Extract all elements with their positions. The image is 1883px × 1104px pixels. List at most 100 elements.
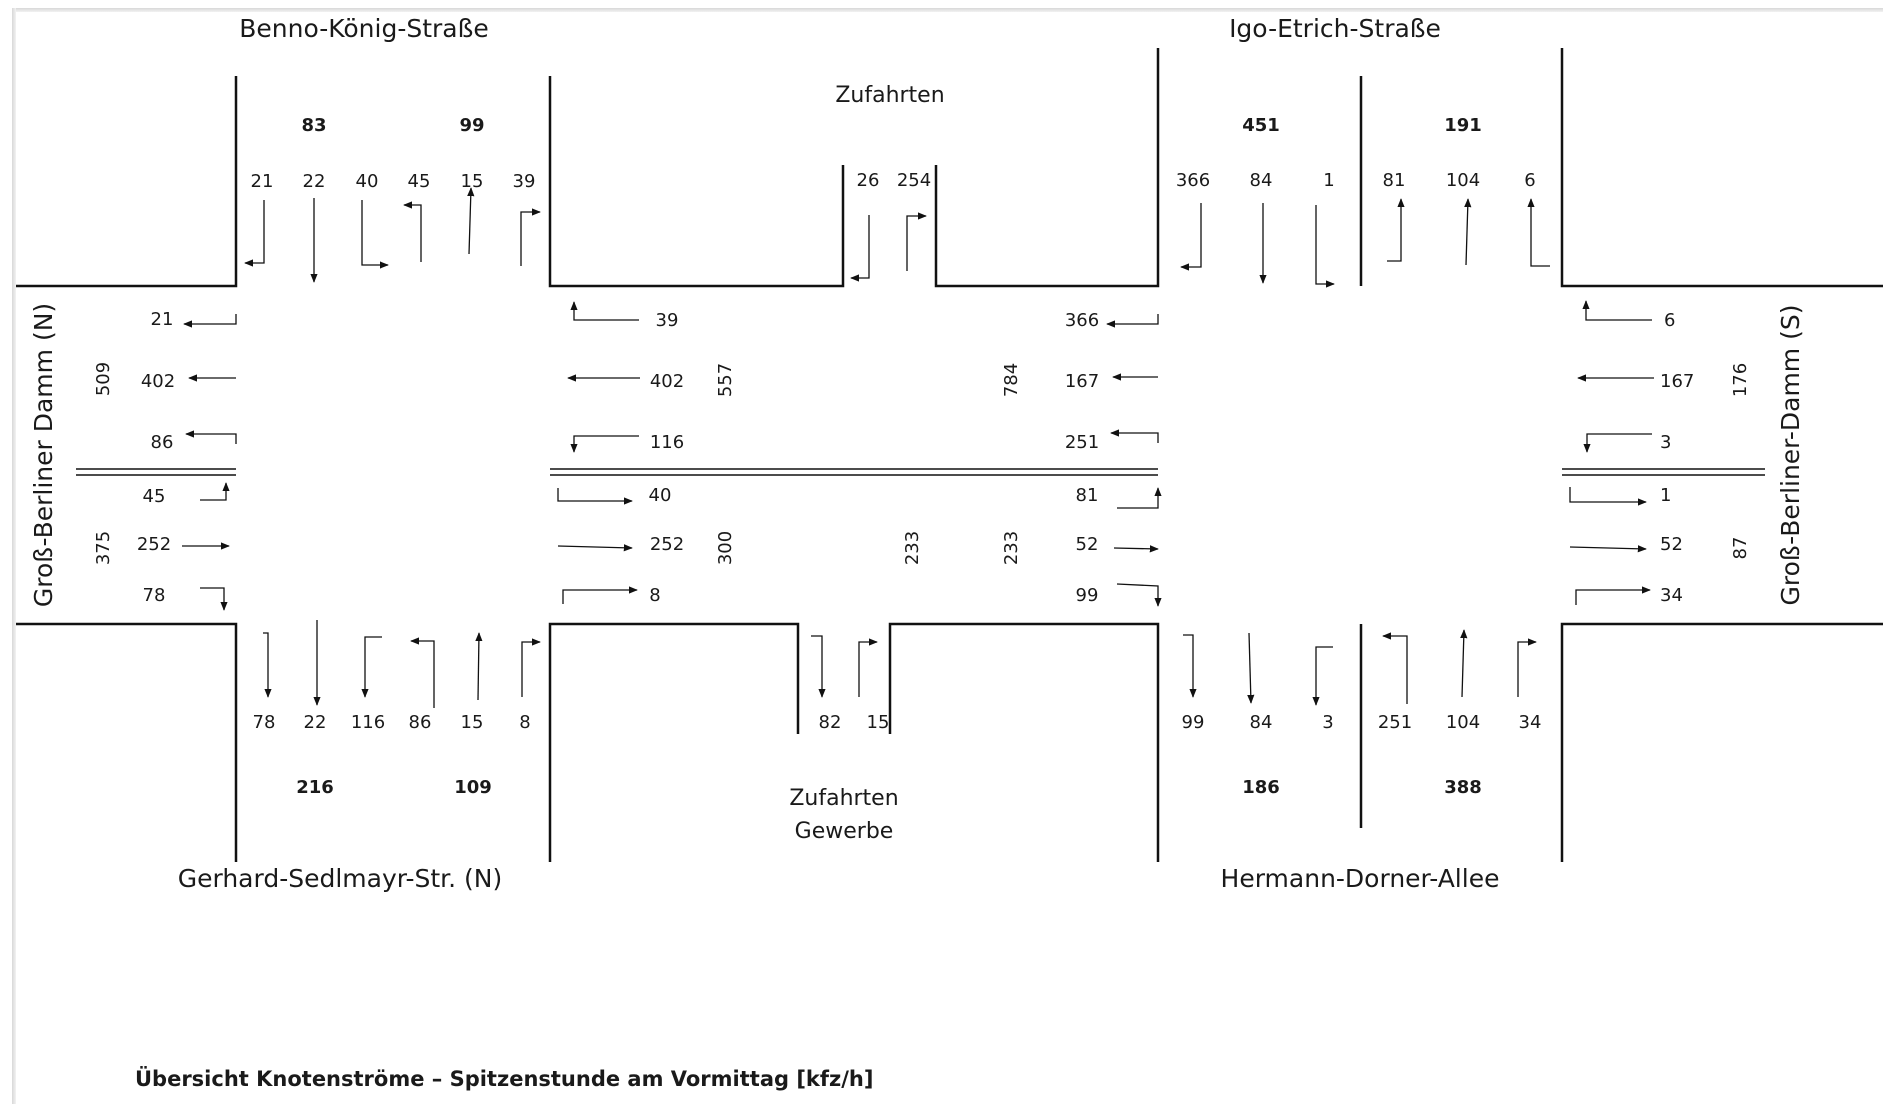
count-lane: 104 (1446, 712, 1480, 733)
count-lane: 252 (137, 534, 171, 555)
count-lane: 366 (1065, 310, 1099, 331)
count-lane: 1 (1323, 170, 1334, 191)
turn-arrow (557, 488, 633, 505)
count-lane: 40 (649, 485, 672, 506)
turn-arrow (570, 435, 639, 453)
count-total: 176 (1730, 363, 1751, 397)
road-edges (16, 48, 1883, 862)
turn-arrow (183, 314, 237, 328)
count-lane: 84 (1250, 712, 1273, 733)
turn-arrow (1180, 203, 1202, 271)
count-lane: 366 (1176, 170, 1210, 191)
turn-arrow (1116, 583, 1162, 607)
count-total: 509 (93, 362, 114, 396)
turn-arrow (850, 215, 870, 282)
west-junction-east-approach: 39 402 116 40 252 8 557 300 (557, 301, 736, 606)
turn-arrow (906, 212, 927, 271)
through-arrow (475, 632, 483, 701)
road-name-gross-berliner-damm-s: Groß-Berliner-Damm (S) (1776, 305, 1805, 606)
turn-arrow (200, 482, 230, 501)
turn-arrow (1583, 433, 1652, 453)
turn-arrow (361, 636, 382, 698)
turn-arrow (811, 635, 826, 698)
turn-arrow (263, 632, 272, 698)
turn-arrow (570, 301, 639, 321)
road-name-hermann-dorner: Hermann-Dorner-Allee (1221, 864, 1500, 893)
turn-arrow (200, 587, 228, 611)
count-lane: 22 (304, 712, 327, 733)
count-total: 87 (1730, 537, 1751, 560)
diagram-caption: Übersicht Knotenströme – Spitzenstunde a… (135, 1066, 873, 1091)
count-lane: 6 (1664, 310, 1675, 331)
count-lane: 78 (253, 712, 276, 733)
turn-arrow (244, 200, 265, 267)
road-name-gerhard-sedlmayr: Gerhard-Sedlmayr-Str. (N) (178, 864, 502, 893)
frame-shadow-top (16, 8, 1883, 12)
count-total: 388 (1444, 777, 1482, 798)
count-lane: 104 (1446, 170, 1480, 191)
count-lane: 22 (303, 171, 326, 192)
access-road: 26 254 82 15 233 (811, 170, 931, 733)
count-lane: 402 (141, 371, 175, 392)
turn-arrow (562, 586, 638, 604)
label-zufahrten-top: Zufahrten (835, 83, 944, 108)
count-lane: 86 (151, 432, 174, 453)
turn-arrow (185, 430, 237, 444)
road-name-benno-koenig: Benno-König-Straße (239, 14, 489, 43)
count-lane: 21 (151, 309, 174, 330)
count-total: 83 (301, 115, 326, 136)
count-lane: 1 (1660, 485, 1671, 506)
count-lane: 26 (857, 170, 880, 191)
count-lane: 6 (1524, 170, 1535, 191)
count-lane: 52 (1660, 534, 1683, 555)
count-lane: 167 (1065, 371, 1099, 392)
count-total: 300 (715, 531, 736, 565)
count-lane: 8 (649, 585, 660, 606)
count-total: 99 (459, 115, 484, 136)
turn-arrow (361, 200, 389, 269)
count-lane: 45 (408, 171, 431, 192)
frame-shadow-left (12, 8, 16, 1104)
count-total: 109 (454, 777, 492, 798)
count-lane: 40 (356, 171, 379, 192)
count-lane: 52 (1076, 534, 1099, 555)
count-lane: 116 (351, 712, 385, 733)
count-lane: 34 (1660, 585, 1683, 606)
count-lane: 39 (513, 171, 536, 192)
count-lane: 86 (409, 712, 432, 733)
turn-arrow (1527, 198, 1550, 267)
count-lane: 82 (819, 712, 842, 733)
west-junction-north-approach: 83 99 21 22 40 45 15 39 (244, 115, 541, 283)
count-total: 216 (296, 777, 334, 798)
turn-arrow (403, 201, 422, 262)
turn-arrow (1517, 638, 1537, 697)
turn-arrow (1315, 205, 1335, 288)
east-junction-west-approach: 366 167 251 81 52 99 784 233 (1001, 310, 1162, 607)
count-total: 191 (1444, 115, 1482, 136)
west-junction-south-approach: 78 22 116 86 15 8 216 109 (253, 620, 541, 798)
count-lane: 81 (1383, 170, 1406, 191)
count-lane: 252 (650, 534, 684, 555)
label-zufahrten-bottom-2: Gewerbe (795, 819, 894, 844)
turn-arrow (521, 638, 541, 697)
turn-arrow (1387, 198, 1405, 262)
count-total: 784 (1001, 363, 1022, 397)
count-lane: 15 (867, 712, 890, 733)
count-lane: 15 (461, 171, 484, 192)
turn-arrow (858, 638, 878, 697)
count-lane: 254 (897, 170, 931, 191)
count-lane: 84 (1250, 170, 1273, 191)
count-lane: 3 (1322, 712, 1333, 733)
turn-arrow (1575, 586, 1651, 605)
through-arrow (1464, 198, 1472, 266)
through-arrow (467, 187, 475, 255)
through-arrow (1113, 545, 1159, 553)
turn-arrow (410, 637, 435, 708)
label-zufahrten-bottom-1: Zufahrten (789, 786, 898, 811)
count-lane: 39 (656, 310, 679, 331)
count-lane: 251 (1378, 712, 1412, 733)
count-lane: 99 (1076, 585, 1099, 606)
count-total: 233 (1001, 531, 1022, 565)
